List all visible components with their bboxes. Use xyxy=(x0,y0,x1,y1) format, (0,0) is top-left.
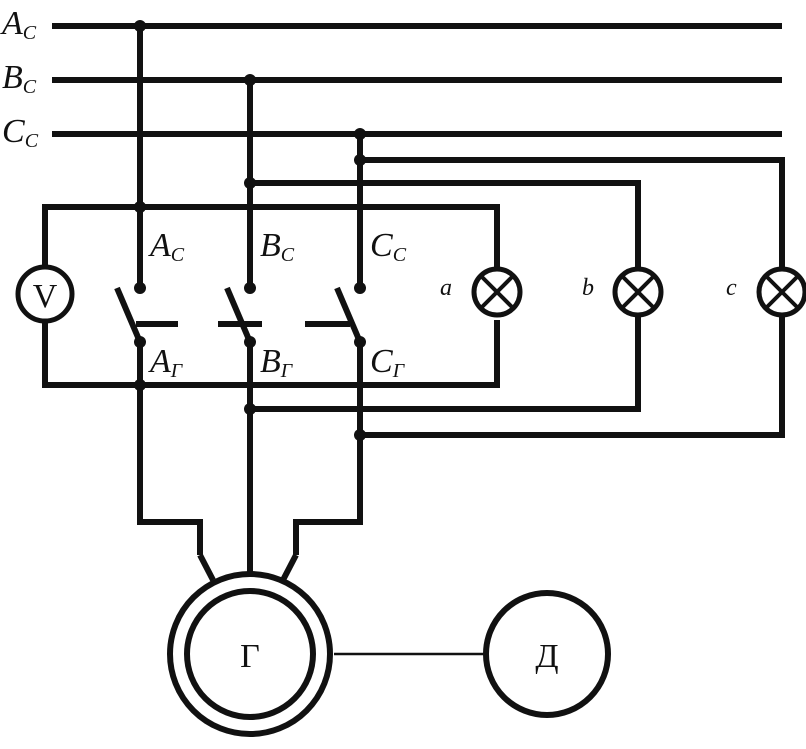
junction-dot xyxy=(354,282,366,294)
junction-dot xyxy=(244,336,256,348)
lamp-label-b: b xyxy=(582,275,594,301)
voltmeter-lower-wire xyxy=(42,320,500,388)
lamp-c-upper-feed xyxy=(360,157,785,268)
switch-bottom-label-a: AГ xyxy=(148,343,184,382)
junction-dot xyxy=(354,429,366,441)
junction-dot xyxy=(134,336,146,348)
junction-dot xyxy=(244,74,256,86)
voltmeter: V xyxy=(15,264,75,324)
lamp-b xyxy=(612,266,664,318)
motor-label: Д xyxy=(535,638,558,675)
gen-phase-c-wire xyxy=(293,342,363,555)
switch-bottom-label-c: CГ xyxy=(370,343,406,382)
junction-dot xyxy=(134,379,146,391)
voltmeter-label: V xyxy=(33,278,58,315)
motor: Д xyxy=(483,590,611,718)
bus-label-a: AC xyxy=(0,5,37,44)
lamp-b-upper-feed xyxy=(250,180,641,268)
switch-top-label-b: BC xyxy=(260,227,295,266)
bus-label-b: BC xyxy=(2,59,37,98)
lamp-b-lower-feed xyxy=(250,316,641,412)
lamp-label-a: a xyxy=(440,275,452,301)
lamp-a xyxy=(471,266,523,318)
generator-label: Г xyxy=(240,638,260,675)
junction-dot xyxy=(134,20,146,32)
junction-dot xyxy=(354,154,366,166)
bus-label-c: CC xyxy=(2,113,39,152)
voltmeter-upper-wire xyxy=(42,204,500,268)
generator: Г xyxy=(167,571,333,737)
lamp-c-lower-feed xyxy=(360,316,785,438)
junction-dot xyxy=(244,282,256,294)
junction-dot xyxy=(244,403,256,415)
gen-terminal-a xyxy=(197,553,216,582)
junction-dot xyxy=(244,177,256,189)
gen-phase-a-wire xyxy=(137,342,203,555)
junction-dot xyxy=(354,128,366,140)
lamp-label-c: c xyxy=(726,275,737,301)
switch-bottom-label-b: BГ xyxy=(260,343,294,382)
junction-dot xyxy=(134,282,146,294)
switch-top-label-a: AC xyxy=(148,227,185,266)
junction-dot xyxy=(134,201,146,213)
gen-terminal-c xyxy=(280,553,299,582)
switch-c-blade xyxy=(334,286,363,344)
switch-top-label-c: CC xyxy=(370,227,407,266)
switch-b-blade xyxy=(224,286,253,344)
switch-a-blade xyxy=(114,286,143,344)
junction-dot xyxy=(354,336,366,348)
junction-dots xyxy=(134,20,366,441)
lamp-c xyxy=(756,266,806,318)
